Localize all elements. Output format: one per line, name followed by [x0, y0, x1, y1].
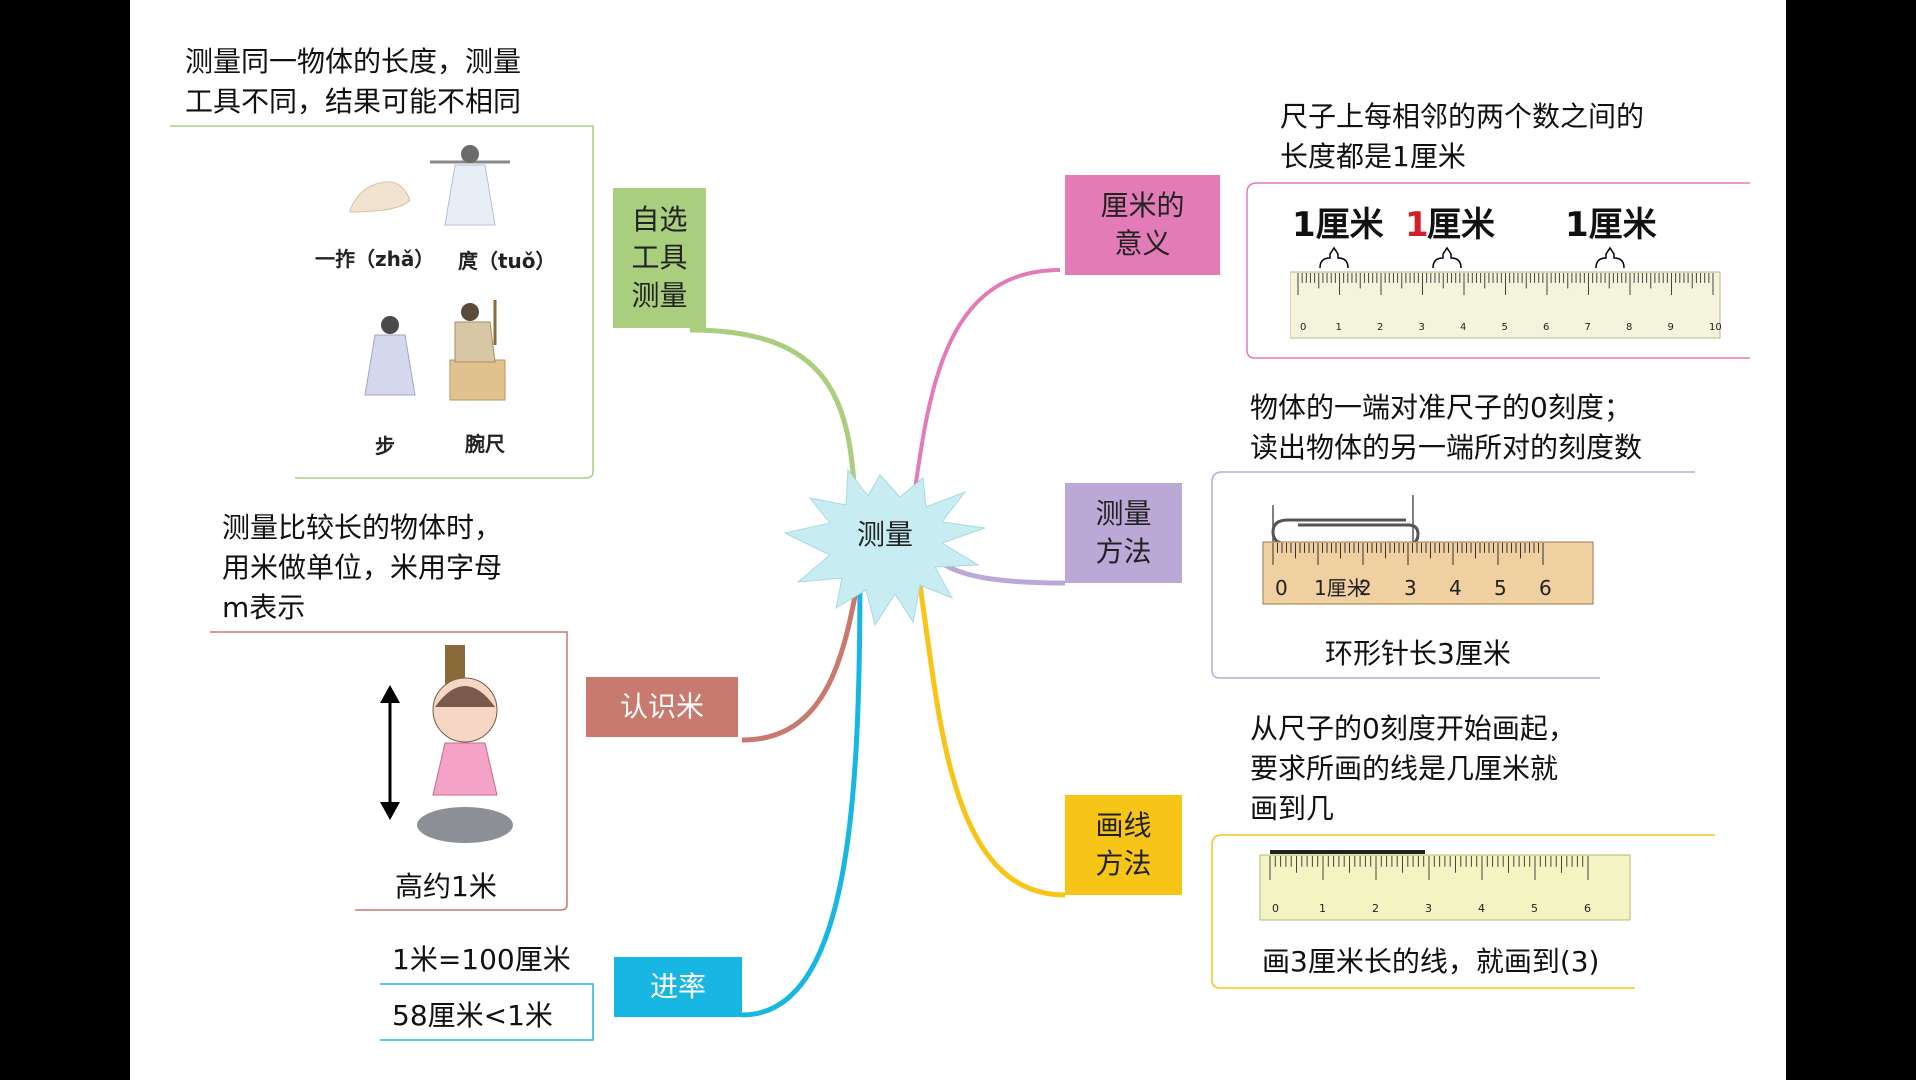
draw-ruler-number: 1 [1319, 902, 1326, 915]
custom-tools-illustrations [349, 145, 510, 401]
hand-span-icon [349, 181, 411, 213]
meter-node: 认识米 [586, 677, 738, 737]
mind-map-slide: 测量 测量同一物体的长度，测量 工具不同，结果可能不相同 自选 工具 测量 一拃… [130, 0, 1786, 1080]
custom-tools-note: 测量同一物体的长度，测量 工具不同，结果可能不相同 [185, 45, 522, 118]
arm-span-label: 庹（tuǒ） [458, 249, 556, 273]
custom-tools-node: 自选 工具 测量 [613, 188, 706, 328]
arm-span-icon [430, 145, 510, 226]
draw-ruler-number: 2 [1372, 902, 1379, 915]
panel-lines [170, 125, 1750, 1041]
cubit-label: 腕尺 [465, 432, 505, 456]
cm-ruler-number: 1 [1336, 322, 1342, 333]
curve-yellow [917, 584, 1066, 898]
girl-height-illustration [380, 645, 513, 843]
conversion-line-1: 1米=100厘米 [392, 943, 571, 976]
curve-green [689, 327, 858, 501]
curve-cyan [741, 569, 863, 1018]
cm-ruler-number: 4 [1460, 322, 1466, 333]
branch-curves [170, 125, 1750, 1041]
cm-label-b-number: 1 [1405, 205, 1429, 245]
draw-ruler: 0 1 2 3 4 5 6 [1259, 850, 1631, 921]
step-label: 步 [375, 434, 395, 458]
draw-method-caption: 画3厘米长的线，就画到(3) [1262, 945, 1600, 978]
measure-ruler-number: 0 [1275, 576, 1288, 600]
cm-ruler-number: 3 [1419, 322, 1425, 333]
cm-ruler-number: 8 [1626, 322, 1632, 333]
cm-ruler-ticks [1297, 273, 1714, 295]
cm-label-b-unit: 厘米 [1427, 205, 1495, 245]
measure-ruler-number: 3 [1404, 576, 1417, 600]
cm-ruler-number: 6 [1543, 322, 1549, 333]
cubit-icon [449, 300, 506, 401]
conversion-line-2: 58厘米<1米 [392, 999, 553, 1032]
cm-meaning-node: 厘米的 意义 [1065, 175, 1220, 275]
cm-meaning-note: 尺子上每相邻的两个数之间的 长度都是1厘米 [1280, 100, 1645, 173]
paperclip-icon [1271, 518, 1420, 546]
draw-ruler-number: 4 [1478, 902, 1485, 915]
draw-ruler-number: 3 [1425, 902, 1432, 915]
cm-ruler-number: 9 [1668, 322, 1674, 333]
cm-ruler-number: 0 [1300, 322, 1306, 333]
draw-ruler-ticks [1269, 856, 1589, 880]
draw-ruler-number: 0 [1272, 902, 1279, 915]
cm-label-a: 1厘米 [1292, 205, 1384, 245]
draw-method-note: 从尺子的0刻度开始画起， 要求所画的线是几厘米就 画到几 [1250, 712, 1576, 825]
cm-ruler: 0 1 2 3 4 5 6 7 8 9 10 [1290, 246, 1722, 339]
measure-ruler-number: 1厘米 [1314, 576, 1367, 600]
cm-ruler-numbers: 0 1 2 3 4 5 6 7 8 9 10 [1300, 322, 1722, 333]
cm-braces [1319, 246, 1625, 269]
measure-method-node: 测量 方法 [1065, 483, 1182, 583]
center-node: 测量 [856, 518, 913, 551]
measure-ruler-number: 4 [1449, 576, 1462, 600]
measure-ruler-ticks [1272, 543, 1544, 565]
cm-ruler-number: 10 [1709, 322, 1722, 333]
draw-ruler-number: 5 [1531, 902, 1538, 915]
curve-rust [741, 569, 863, 743]
draw-ruler-numbers: 0 1 2 3 4 5 6 [1272, 902, 1591, 915]
measure-ruler-number: 2 [1359, 576, 1372, 600]
draw-method-node: 画线 方法 [1065, 795, 1182, 895]
cm-label-c: 1厘米 [1565, 205, 1657, 245]
draw-ruler-number: 6 [1584, 902, 1591, 915]
hand-span-label: 一拃（zhǎ） [315, 247, 435, 271]
step-icon [364, 316, 416, 396]
meter-note: 测量比较长的物体时， 用米做单位，米用字母 m表示 [222, 511, 503, 624]
measure-method-note: 物体的一端对准尺子的0刻度； 读出物体的另一端所对的刻度数 [1250, 391, 1643, 464]
measure-ruler-number: 5 [1494, 576, 1507, 600]
conversion-node: 进率 [614, 957, 742, 1017]
center-burst [783, 468, 986, 627]
measure-method-caption: 环形针长3厘米 [1325, 637, 1511, 670]
meter-caption: 高约1米 [395, 870, 497, 903]
curve-pink [913, 268, 1061, 491]
cm-ruler-number: 5 [1502, 322, 1508, 333]
cm-ruler-number: 7 [1585, 322, 1591, 333]
measure-ruler-number: 6 [1539, 576, 1552, 600]
cm-ruler-number: 2 [1377, 322, 1383, 333]
